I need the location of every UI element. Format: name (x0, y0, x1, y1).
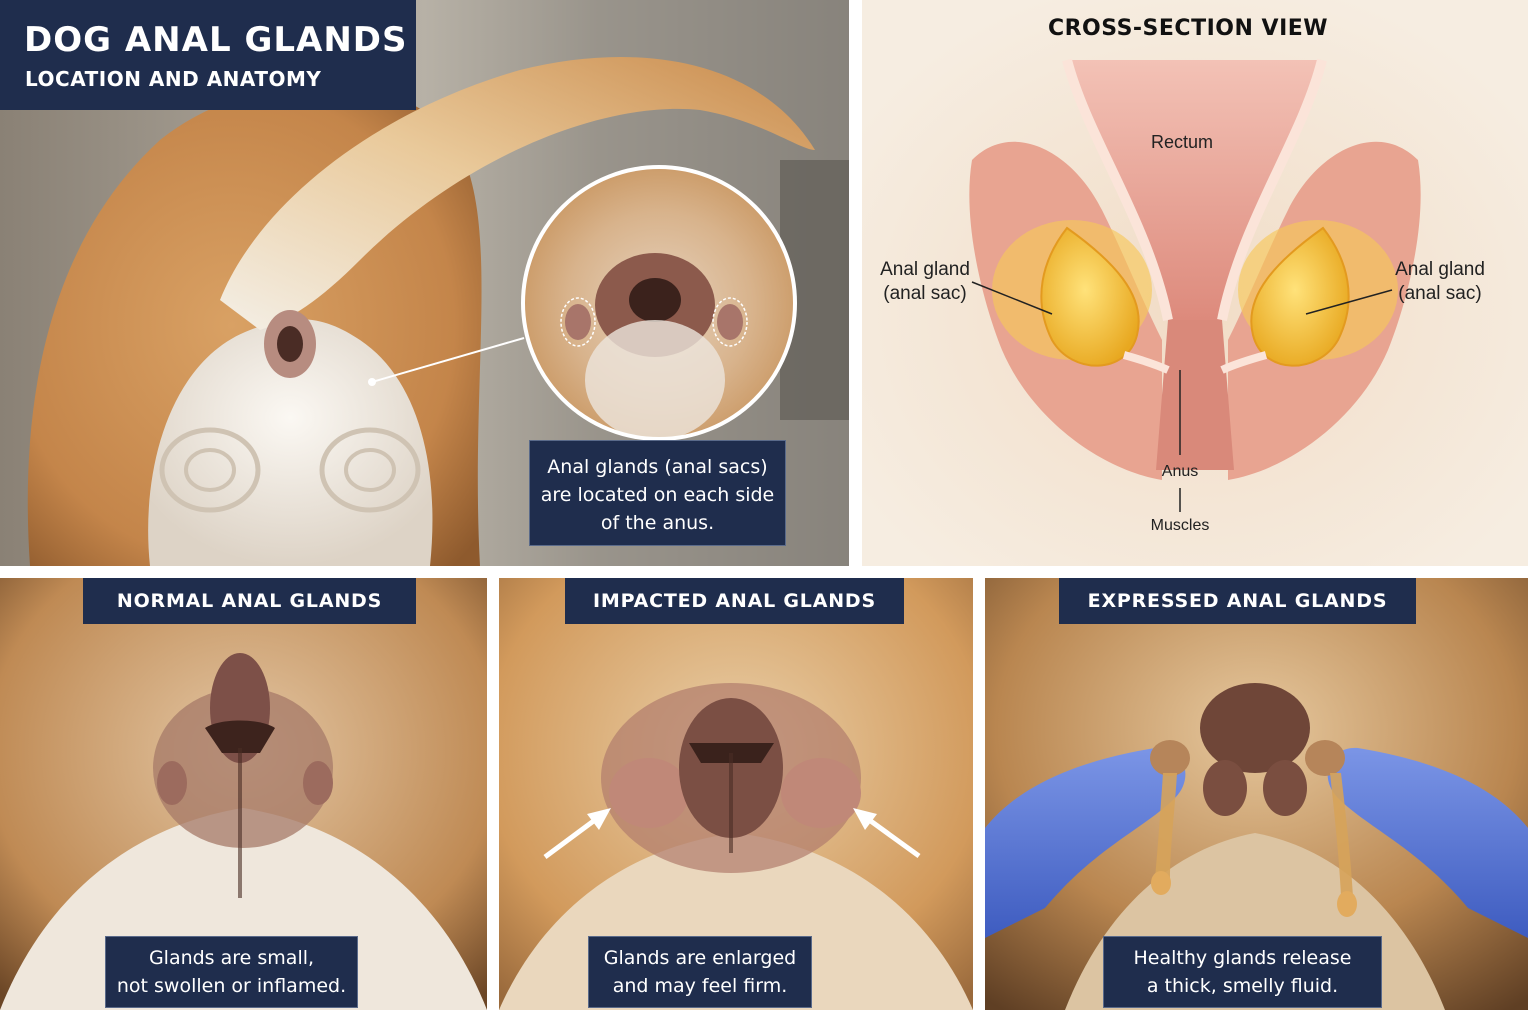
location-caption-line: Anal glands (anal sacs) (547, 456, 768, 478)
location-caption: Anal glands (anal sacs) are located on e… (529, 440, 786, 546)
expressed-caption-line: Healthy glands release (1133, 947, 1352, 969)
location-caption-line: of the anus. (600, 512, 715, 534)
normal-glands-header: NORMAL ANAL GLANDS (83, 578, 416, 624)
cross-section-panel: Rectum Anal gland (anal sac) Anal gland … (862, 0, 1528, 566)
normal-glands-panel: NORMAL ANAL GLANDS Glands are small, not… (0, 578, 487, 1010)
right-gland-label: Anal gland (anal sac) (1395, 259, 1485, 304)
expressed-glands-panel: EXPRESSED ANAL GLANDS Healthy glands rel… (985, 578, 1528, 1010)
expressed-caption-line: a thick, smelly fluid. (1146, 975, 1339, 997)
cross-section-title: CROSS-SECTION VIEW (1047, 16, 1329, 41)
left-gland-label: Anal gland (anal sac) (880, 259, 970, 304)
anus-label: Anus (1161, 463, 1199, 480)
impacted-caption-line: and may feel firm. (612, 975, 788, 997)
cross-section-diagram (862, 0, 1528, 566)
expressed-glands-header: EXPRESSED ANAL GLANDS (1059, 578, 1416, 624)
impacted-glands-caption: Glands are enlarged and may feel firm. (588, 936, 812, 1008)
normal-caption-line: Glands are small, (148, 947, 315, 969)
impacted-glands-panel: IMPACTED ANAL GLANDS Glands are enlarged… (499, 578, 973, 1010)
page-subtitle: LOCATION AND ANATOMY (25, 67, 322, 91)
rectum-label: Rectum (1150, 132, 1213, 152)
expressed-glands-caption: Healthy glands release a thick, smelly f… (1103, 936, 1382, 1008)
location-photo-panel: DOG ANAL GLANDS LOCATION AND ANATOMY Ana… (0, 0, 849, 566)
impacted-glands-header: IMPACTED ANAL GLANDS (565, 578, 904, 624)
dog-rear-illustration (0, 0, 849, 566)
normal-glands-caption: Glands are small, not swollen or inflame… (105, 936, 358, 1008)
location-caption-line: are located on each side (540, 484, 775, 506)
page-title: DOG ANAL GLANDS (24, 20, 408, 60)
impacted-caption-line: Glands are enlarged (603, 947, 797, 969)
normal-caption-line: not swollen or inflamed. (116, 975, 347, 997)
title-banner: DOG ANAL GLANDS LOCATION AND ANATOMY (0, 0, 416, 110)
muscles-label: Muscles (1150, 517, 1210, 534)
